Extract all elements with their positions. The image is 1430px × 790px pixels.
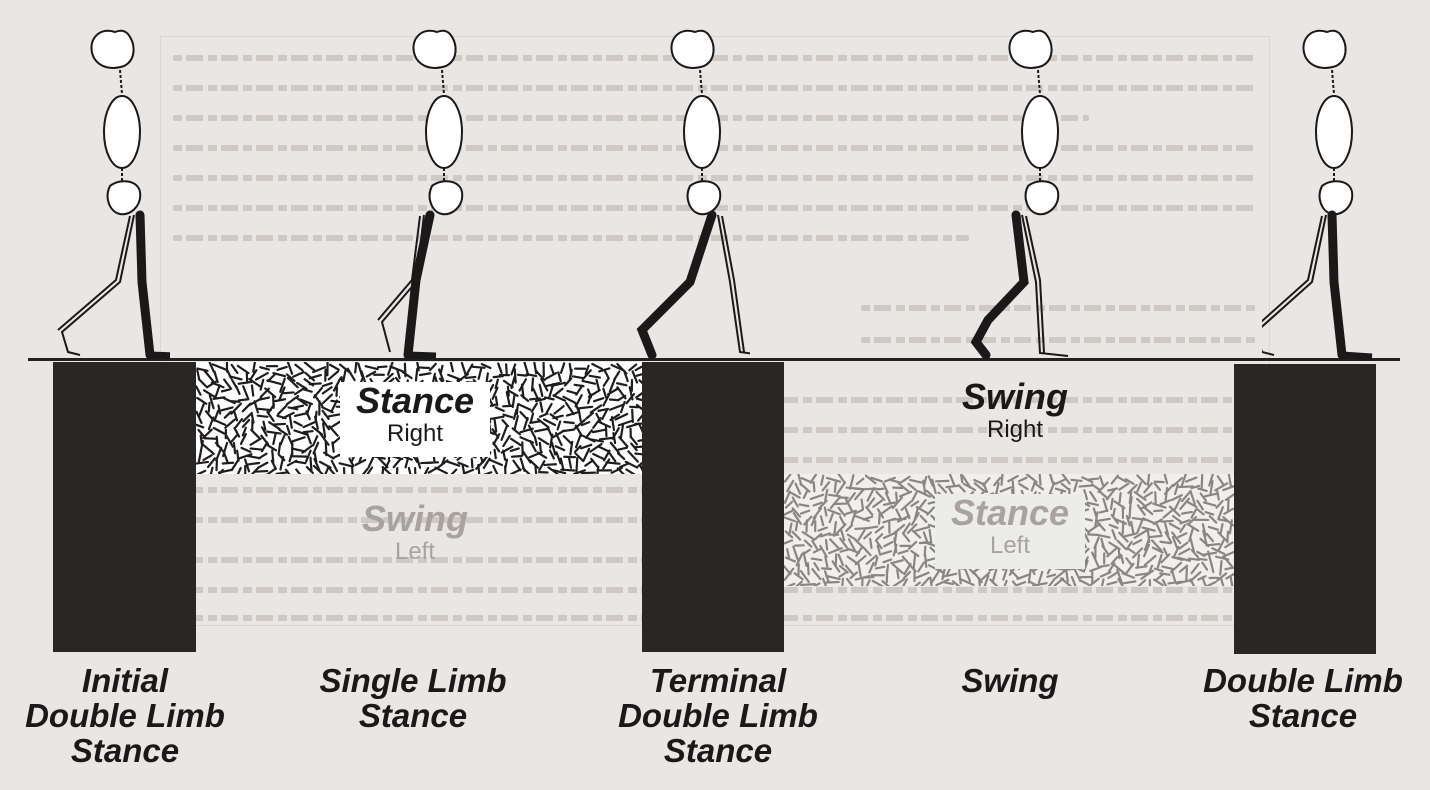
caption-line: Initial	[81, 662, 169, 699]
walking-figure-single-limb	[377, 29, 464, 360]
ground-line	[28, 358, 1400, 361]
caption-line: Swing	[961, 662, 1059, 699]
caption-single-limb-stance: Single Limb Stance	[288, 663, 538, 733]
caption-line: Single Limb	[319, 662, 507, 699]
right-swing-phase-text: Swing	[962, 376, 1068, 417]
left-swing-label: Swing Left	[340, 500, 490, 575]
left-swing-side-text: Left	[394, 538, 436, 565]
left-stance-label: Stance Left	[935, 494, 1085, 569]
caption-line: Stance	[70, 732, 180, 769]
caption-double-limb-stance: Double Limb Stance	[1178, 663, 1428, 733]
right-stance-side-text: Right	[386, 420, 444, 447]
final-double-support-block	[1234, 364, 1376, 654]
left-stance-side-text: Left	[989, 532, 1031, 559]
caption-line: Stance	[663, 732, 773, 769]
caption-line: Double Limb	[25, 697, 225, 734]
right-stance-phase-text: Stance	[355, 380, 475, 421]
left-swing-phase-text: Swing	[362, 498, 468, 539]
caption-line: Double Limb	[1203, 662, 1403, 699]
caption-initial-double-limb-stance: Initial Double Limb Stance	[0, 663, 250, 768]
walking-figure-initial-contact	[57, 29, 170, 360]
caption-line: Stance	[1248, 697, 1358, 734]
left-stance-phase-text: Stance	[950, 492, 1070, 533]
caption-line: Double Limb	[618, 697, 818, 734]
walking-figure-terminal-contact	[636, 29, 750, 360]
walking-figure-double-limb	[1262, 29, 1373, 361]
right-swing-label: Swing Right	[940, 378, 1090, 453]
initial-double-support-block	[53, 362, 196, 652]
caption-line: Stance	[358, 697, 468, 734]
right-swing-side-text: Right	[986, 416, 1044, 443]
caption-swing: Swing	[900, 663, 1120, 698]
caption-terminal-double-limb-stance: Terminal Double Limb Stance	[588, 663, 848, 768]
caption-line: Terminal	[649, 662, 787, 699]
right-stance-label: Stance Right	[340, 382, 490, 457]
terminal-double-support-block	[642, 362, 784, 652]
walking-figure-swing	[970, 29, 1069, 360]
